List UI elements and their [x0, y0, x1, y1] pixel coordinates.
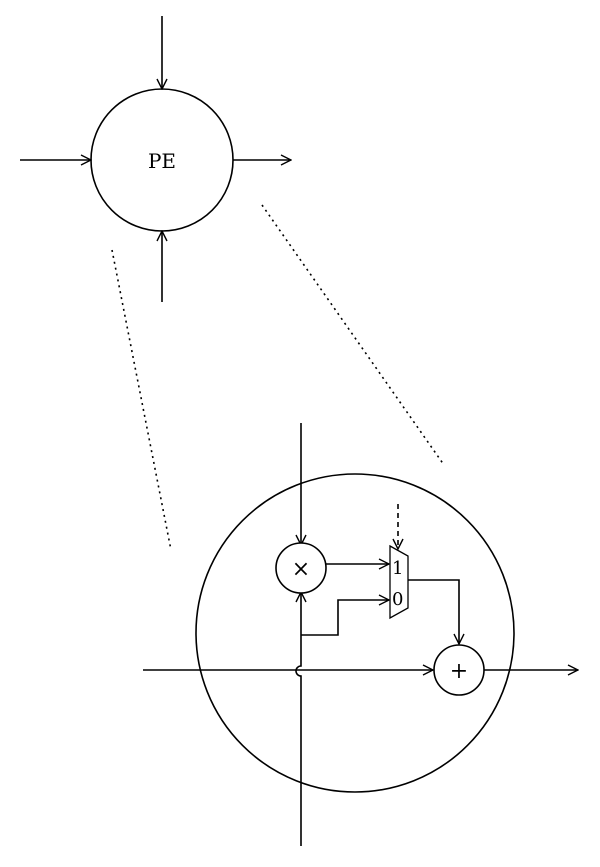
pe-detail-circle: [195, 473, 515, 793]
mux-to-adder-arrow: [408, 579, 459, 644]
vertical-bypass-line: [295, 592, 301, 846]
pe-label: PE: [148, 149, 176, 173]
multiplier-node: ×: [275, 542, 327, 594]
adder-node: +: [433, 644, 485, 696]
mux-shape: [389, 544, 409, 620]
pe-node: PE: [90, 88, 234, 232]
mux-input-1-label: 1: [392, 558, 403, 579]
zoom-line-right: [261, 204, 445, 466]
multiplexer: 1 0: [389, 544, 409, 620]
adder-symbol: +: [450, 659, 468, 684]
mux-input-0-label: 0: [392, 589, 403, 610]
multiplier-circle: [275, 542, 327, 594]
bypass-to-mux-arrow: [301, 600, 389, 636]
multiplier-symbol: ×: [292, 557, 310, 582]
